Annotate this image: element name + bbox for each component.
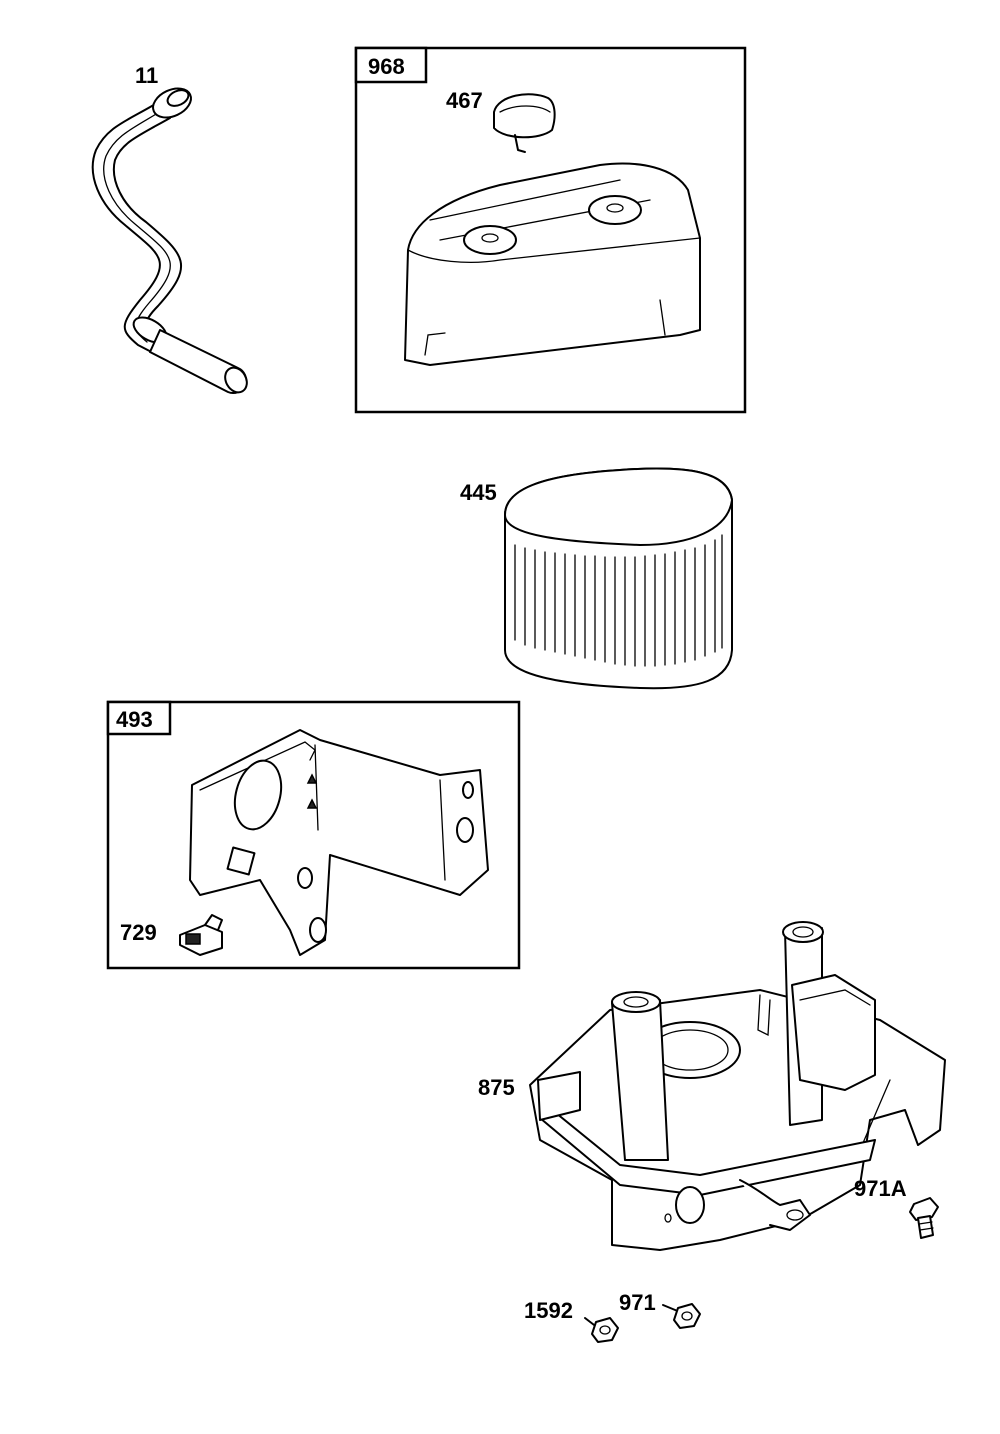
air-cleaner-cover-part — [404, 162, 701, 366]
kit-493-frame — [106, 700, 521, 970]
screw-971-part — [662, 1303, 701, 1329]
screw-1592-part — [584, 1317, 619, 1343]
kit-493-tab — [106, 700, 172, 736]
callout-968: 968 — [368, 54, 405, 79]
clip-part — [179, 914, 223, 956]
callout-875: 875 — [478, 1075, 515, 1100]
callout-445: 445 — [460, 480, 497, 505]
callout-493: 493 — [116, 707, 153, 732]
kit-968-tab — [354, 46, 428, 84]
callout-1592: 1592 — [524, 1298, 573, 1323]
callout-971: 971 — [619, 1290, 656, 1315]
bracket-part — [189, 729, 489, 956]
callout-467: 467 — [446, 88, 483, 113]
kit-968-frame — [354, 46, 747, 414]
callout-729: 729 — [120, 920, 157, 945]
callout-971a: 971A — [854, 1176, 907, 1201]
breather-hose-part — [91, 87, 248, 394]
callout-11: 11 — [135, 63, 158, 88]
knob-part — [493, 93, 556, 153]
screw-971a-part — [909, 1197, 939, 1239]
air-cleaner-base-part — [529, 921, 946, 1251]
air-filter-part — [504, 467, 733, 690]
